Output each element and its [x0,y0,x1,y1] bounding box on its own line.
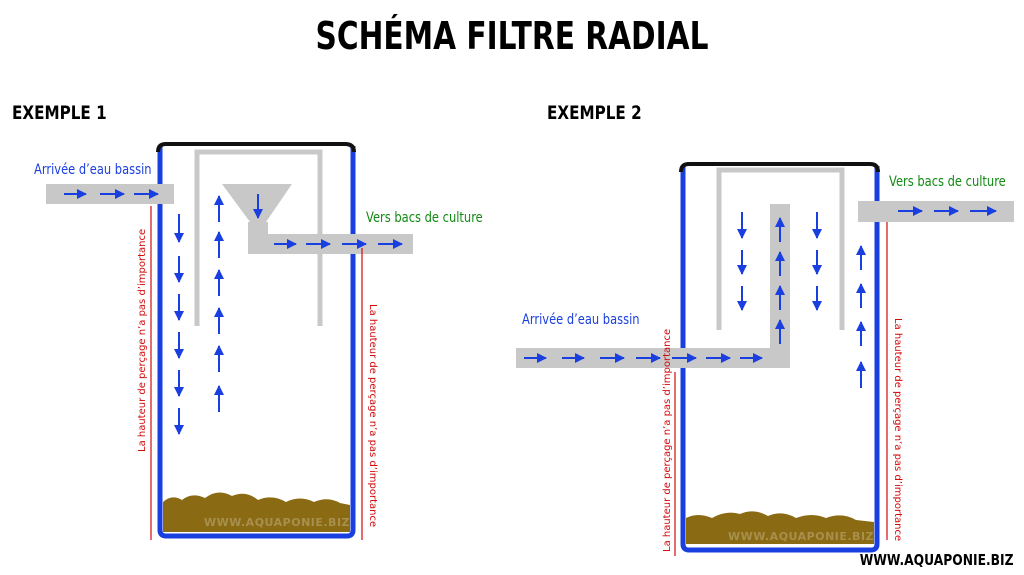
example2-label: EXEMPLE 2 [547,102,642,124]
ex1-outlet-pipe [248,222,413,254]
ex2-watermark: WWW.AQUAPONIE.BIZ [728,530,875,543]
ex1-watermark: WWW.AQUAPONIE.BIZ [204,516,351,529]
example2-diagram [516,162,1014,556]
ex1-outlet-label: Vers bacs de culture [366,210,483,226]
ex2-inlet-pipe [516,204,790,368]
ex2-note-right: La hauteur de perçage n’a pas d’importan… [892,318,903,542]
site-url: WWW.AQUAPONIE.BIZ [860,551,1014,569]
ex1-tank-lid [156,142,356,153]
ex1-sludge [163,492,350,532]
ex2-tank-wall [680,166,880,553]
ex2-tank-lid [679,162,880,173]
ex2-inner-baffle [716,167,845,330]
ex2-outlet-label: Vers bacs de culture [889,174,1006,190]
ex1-tank-wall [157,146,356,539]
ex2-sludge [686,511,874,544]
ex2-note-left: La hauteur de perçage n’a pas d’importan… [662,328,673,552]
example1-label: EXEMPLE 1 [12,102,107,124]
ex2-inlet-label: Arrivée d’eau bassin [522,312,640,328]
ex1-note-right: La hauteur de perçage n’a pas d’importan… [367,304,378,528]
ex1-inlet-label: Arrivée d’eau bassin [34,162,152,178]
ex1-note-left: La hauteur de perçage n’a pas d’importan… [137,228,148,452]
page-title: SCHÉMA FILTRE RADIAL [315,14,709,58]
example1-diagram [46,142,413,540]
